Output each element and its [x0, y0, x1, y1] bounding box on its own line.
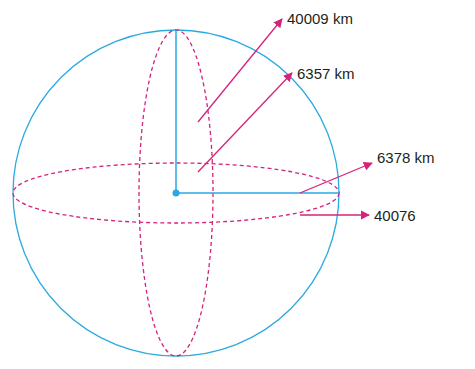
dimension-label: 6357 km — [297, 66, 355, 81]
sphere-outline — [13, 30, 339, 356]
leader-arrow — [198, 19, 282, 122]
dimension-label: 40009 km — [287, 11, 353, 26]
equatorial-radius — [176, 192, 339, 194]
center-dot — [173, 190, 180, 197]
leader-arrow — [300, 214, 369, 215]
polar-radius — [175, 30, 177, 193]
dimension-label: 6378 km — [377, 150, 435, 165]
leader-arrow — [198, 73, 292, 172]
leader-arrow — [300, 163, 372, 193]
dimension-label: 40076 — [374, 208, 416, 223]
